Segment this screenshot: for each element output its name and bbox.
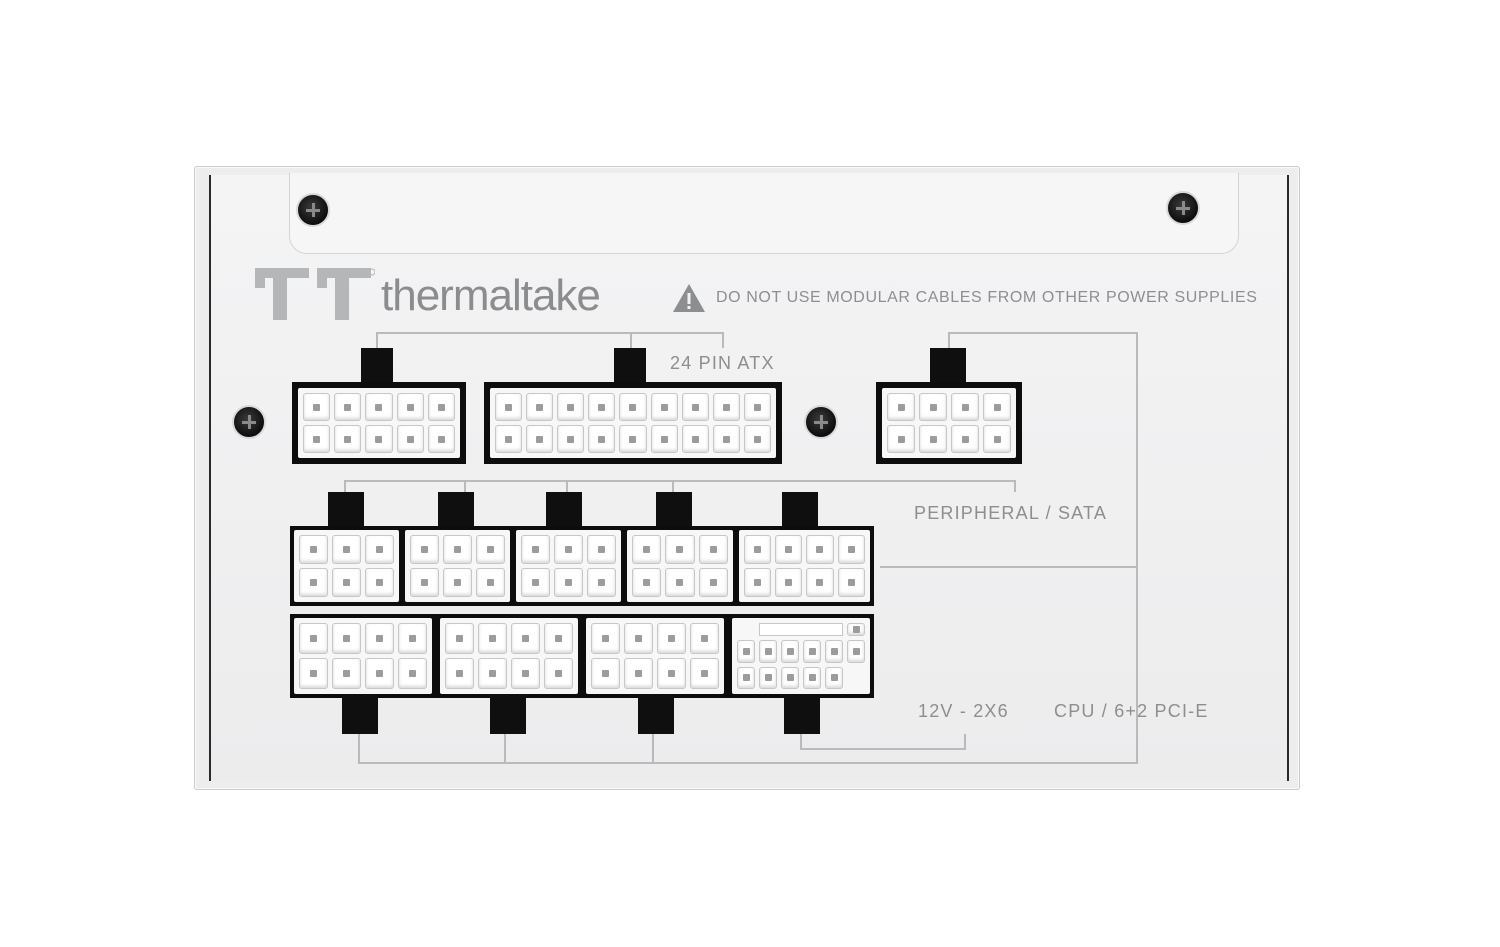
connector-latch (328, 492, 364, 530)
connector-latch (614, 348, 646, 388)
warning-text: DO NOT USE MODULAR CABLES FROM OTHER POW… (716, 289, 1258, 306)
connector-8-pin[interactable] (586, 618, 724, 694)
connector-latch (490, 694, 526, 734)
label-12v-2x6: 12V - 2X6 (918, 701, 1009, 721)
warning-notice: DO NOT USE MODULAR CABLES FROM OTHER POW… (672, 283, 1258, 313)
connector-8-pin[interactable] (294, 618, 432, 694)
label-24-pin-atx: 24 PIN ATX (670, 353, 775, 373)
connector-10-pin[interactable] (292, 382, 466, 464)
label-peripheral-sata: PERIPHERAL / SATA (914, 503, 1108, 523)
connector-8-pin[interactable] (516, 530, 622, 602)
connector-latch (930, 348, 966, 388)
connector-latch (784, 694, 820, 734)
connector-8-pin[interactable] (294, 530, 400, 602)
connector-latch (782, 492, 818, 530)
connector-8-pin[interactable] (405, 530, 511, 602)
screw-icon (804, 405, 838, 439)
connector-row-cpu-pcie[interactable] (290, 526, 874, 606)
connector-latch (638, 694, 674, 734)
connector-24-pin-atx-main[interactable] (484, 382, 782, 464)
connector-latch (361, 348, 393, 388)
connector-latch (546, 492, 582, 530)
connector-8-pin[interactable] (440, 618, 578, 694)
connector-row-lower[interactable] (290, 614, 874, 698)
label-cpu-pcie: CPU / 6+2 PCI-E (1054, 701, 1209, 721)
brand-name: thermaltake (381, 271, 601, 320)
warning-triangle-icon (673, 284, 705, 312)
screw-icon (1166, 191, 1200, 225)
connector-8-pin[interactable] (738, 530, 870, 602)
screw-icon (232, 405, 266, 439)
connector-latch (438, 492, 474, 530)
connector-latch (656, 492, 692, 530)
screw-icon (296, 193, 330, 227)
connector-latch (342, 694, 378, 734)
tt-logo-icon (255, 268, 375, 320)
connector-12v-2x6[interactable] (732, 618, 870, 694)
connector-8-pin-peripheral[interactable] (876, 382, 1022, 464)
top-mounting-tab (289, 173, 1239, 254)
connector-8-pin[interactable] (627, 530, 733, 602)
